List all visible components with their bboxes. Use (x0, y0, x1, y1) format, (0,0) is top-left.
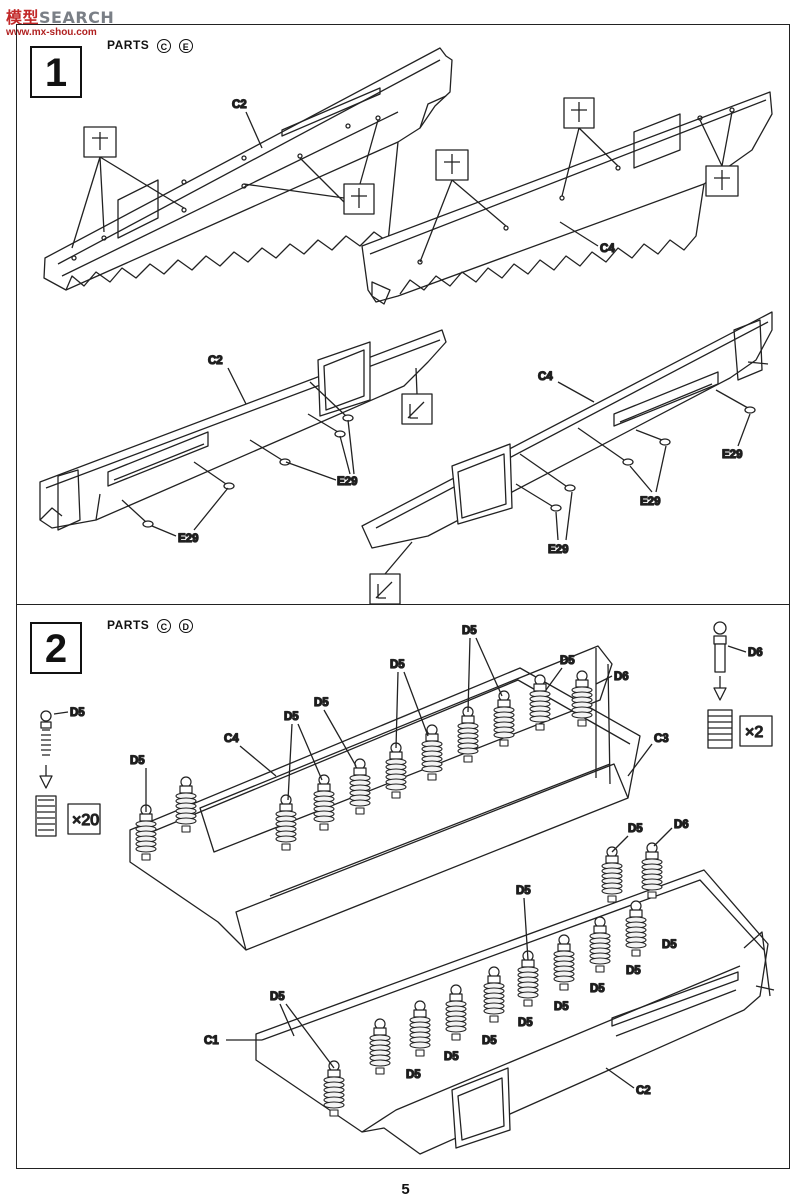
watermark: 模型SEARCH www.mx-shou.com (6, 4, 114, 38)
label-d6: D6 (748, 647, 763, 659)
multiplier-box (67, 803, 101, 835)
label-d5: D5 (482, 1035, 497, 1047)
pin-callouts-upper-right (419, 97, 739, 263)
label-d5: D5 (560, 655, 575, 667)
label-c4: C4 (224, 733, 239, 745)
label-d5: D5 (662, 939, 677, 951)
rail-c2-inner (39, 329, 447, 531)
shock-absorber (369, 1018, 391, 1075)
label-c4: C4 (600, 243, 615, 255)
label-d5: D5 (406, 1069, 421, 1081)
multiplier-box (739, 715, 773, 747)
instruction-frame (16, 24, 790, 1169)
label-c3: C3 (654, 733, 669, 745)
rail-c4-inner (361, 311, 773, 549)
shock-absorber (625, 900, 647, 957)
shock-absorber (385, 742, 407, 799)
shock-absorber (483, 966, 505, 1023)
watermark-url: www.mx-shou.com (6, 27, 97, 38)
label-d6: D6 (614, 671, 629, 683)
e29-parts-left (121, 381, 354, 528)
label-c2: C2 (636, 1085, 651, 1097)
label-e29: E29 (337, 476, 357, 488)
label-d5: D5 (628, 823, 643, 835)
shock-absorber (421, 724, 443, 781)
parts-d-badge: D (178, 618, 193, 633)
shock-absorber (409, 1000, 431, 1057)
label-d5: D5 (554, 1001, 569, 1013)
shock-absorber (323, 1060, 345, 1117)
step-2-number: 2 (30, 622, 82, 674)
hull-c4-c3 (129, 645, 641, 951)
label-d5: D5 (284, 711, 299, 723)
shock-absorber (529, 674, 551, 731)
label-c2-inner: C2 (208, 355, 223, 367)
step-1-parts: PARTS C E (107, 38, 193, 53)
rail-c2-upper (43, 47, 453, 291)
shock-absorber (457, 706, 479, 763)
e29-parts-right (515, 389, 756, 512)
shock-absorber (135, 804, 157, 861)
label-d5: D5 (130, 755, 145, 767)
parts-c-badge: C (157, 38, 172, 53)
shock-absorber (601, 846, 623, 903)
parts-c-badge: C (157, 618, 172, 633)
step-2-parts-label: PARTS (107, 618, 150, 632)
shock-absorber (175, 776, 197, 833)
shock-absorber (313, 774, 335, 831)
label-d5: D5 (626, 965, 641, 977)
label-d5: D5 (444, 1051, 459, 1063)
label-e29: E29 (722, 449, 742, 461)
multiplier-d6: ×2 (745, 724, 763, 741)
label-e29: E29 (640, 496, 660, 508)
label-d5: D5 (314, 697, 329, 709)
shock-absorbers-lower (323, 842, 663, 1117)
label-e29: E29 (548, 544, 568, 556)
label-d5: D5 (462, 625, 477, 637)
shock-absorber (571, 670, 593, 727)
shock-absorber (493, 690, 515, 747)
shock-absorber (445, 984, 467, 1041)
label-c1: C1 (204, 1035, 219, 1047)
multiplier-d5: ×20 (72, 812, 99, 829)
d5-subassembly (35, 710, 57, 837)
label-d5: D5 (70, 707, 85, 719)
label-d5: D5 (516, 885, 531, 897)
label-c4-inner: C4 (538, 371, 553, 383)
page-number: 5 (401, 1181, 410, 1198)
step-1-number: 1 (30, 46, 82, 98)
parts-e-badge: E (178, 38, 193, 53)
step-2-parts: PARTS C D (107, 618, 193, 633)
rail-c4-upper (361, 91, 773, 305)
shock-absorber (275, 794, 297, 851)
shock-absorber (589, 916, 611, 973)
step-1-parts-label: PARTS (107, 38, 150, 52)
label-e29: E29 (178, 533, 198, 545)
step-divider (16, 604, 790, 605)
label-d5: D5 (270, 991, 285, 1003)
label-c2: C2 (232, 99, 247, 111)
shock-absorber (517, 950, 539, 1007)
label-d5: D5 (590, 983, 605, 995)
shock-absorber (641, 842, 663, 899)
shock-absorbers-upper (135, 670, 593, 861)
d6-subassembly (707, 621, 733, 749)
label-d6: D6 (674, 819, 689, 831)
pin-callouts-upper-left (71, 119, 379, 249)
shock-absorber (553, 934, 575, 991)
shock-absorber (349, 758, 371, 815)
watermark-logo: 模型SEARCH (6, 8, 115, 27)
label-d5: D5 (518, 1017, 533, 1029)
label-d5: D5 (390, 659, 405, 671)
